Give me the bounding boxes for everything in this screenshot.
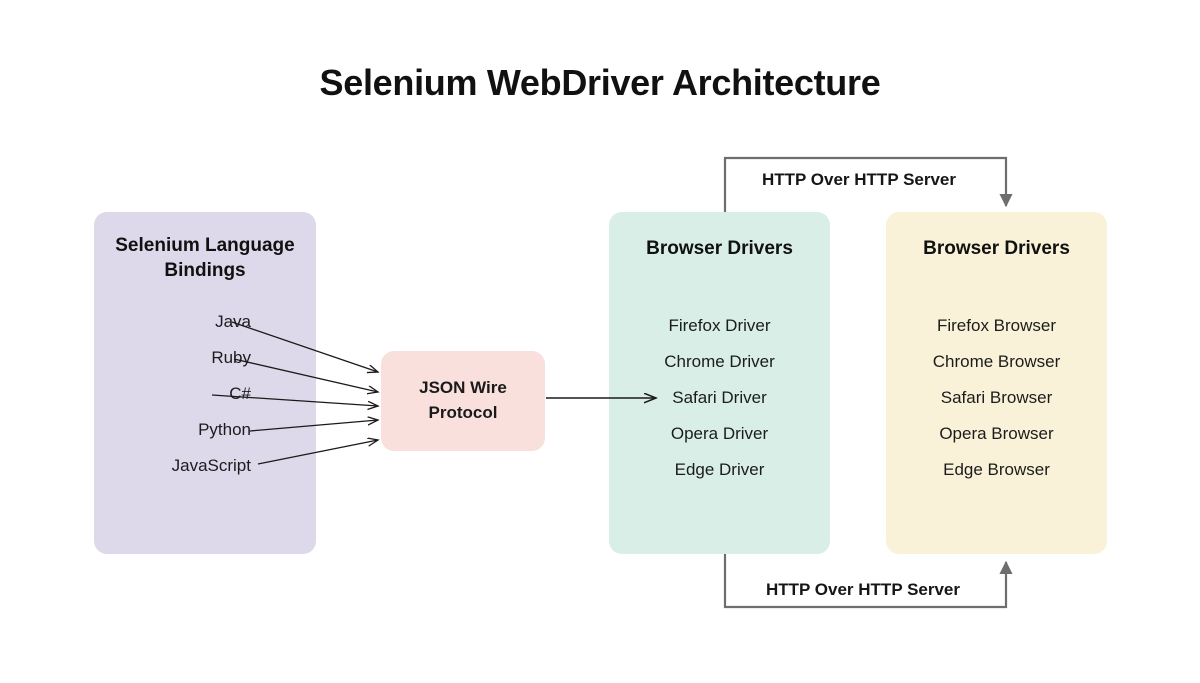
page-title: Selenium WebDriver Architecture bbox=[319, 62, 881, 103]
jsonwire-line1: JSON Wire bbox=[419, 378, 507, 398]
bindings-title: Selenium Language Bindings bbox=[94, 233, 316, 283]
browser-drivers-box: Browser Drivers Firefox Driver Chrome Dr… bbox=[609, 212, 830, 554]
driver-item-safari: Safari Driver bbox=[672, 388, 767, 407]
jsonwire-line2: Protocol bbox=[428, 403, 498, 422]
browser-drivers-title: Browser Drivers bbox=[646, 238, 793, 259]
driver-item-edge: Edge Driver bbox=[674, 460, 765, 479]
json-wire-protocol-box: JSON Wire Protocol bbox=[381, 351, 545, 451]
driver-item-opera: Opera Driver bbox=[670, 424, 769, 443]
binding-item-ruby: Ruby bbox=[211, 348, 251, 367]
browser-item-safari: Safari Browser bbox=[940, 388, 1053, 407]
driver-item-firefox: Firefox Driver bbox=[668, 316, 771, 335]
json-wire-protocol-label: JSON Wire Protocol bbox=[409, 376, 517, 425]
bindings-title-line1: Selenium Language bbox=[115, 235, 295, 256]
browsers-box: Browser Drivers Firefox Browser Chrome B… bbox=[886, 212, 1107, 554]
browser-item-firefox: Firefox Browser bbox=[936, 316, 1057, 335]
bindings-list: Java Ruby C# Python JavaScript bbox=[94, 304, 251, 484]
http-over-http-server-label-bottom: HTTP Over HTTP Server bbox=[760, 580, 967, 600]
http-over-http-server-label-top: HTTP Over HTTP Server bbox=[756, 170, 963, 190]
binding-item-java: Java bbox=[215, 312, 251, 331]
browsers-title: Browser Drivers bbox=[923, 238, 1070, 259]
binding-item-csharp: C# bbox=[229, 384, 251, 403]
browser-item-opera: Opera Browser bbox=[939, 424, 1054, 443]
driver-item-chrome: Chrome Driver bbox=[664, 352, 775, 371]
binding-item-python: Python bbox=[198, 420, 251, 439]
binding-item-javascript: JavaScript bbox=[171, 456, 251, 475]
browser-item-edge: Edge Browser bbox=[943, 460, 1050, 479]
browser-item-chrome: Chrome Browser bbox=[932, 352, 1061, 371]
bindings-title-line2: Bindings bbox=[164, 260, 246, 282]
browsers-list: Firefox Browser Chrome Browser Safari Br… bbox=[886, 308, 1107, 488]
browser-drivers-list: Firefox Driver Chrome Driver Safari Driv… bbox=[609, 308, 830, 488]
selenium-language-bindings-box: Selenium Language Bindings Java Ruby C# … bbox=[94, 212, 316, 554]
